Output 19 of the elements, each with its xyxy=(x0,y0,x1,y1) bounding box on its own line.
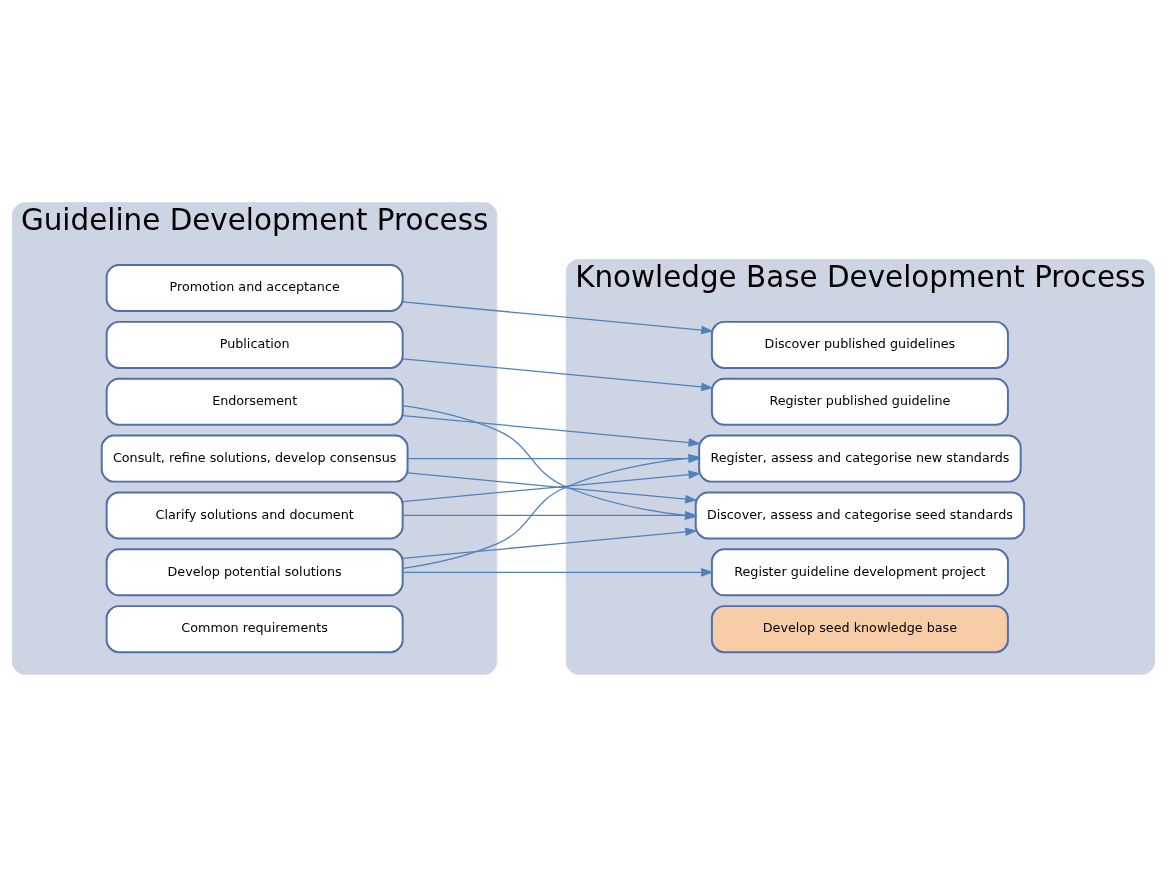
node-box: Endorsement xyxy=(105,377,404,426)
node-box: Consult, refine solutions, develop consensus xyxy=(100,434,409,483)
arrow xyxy=(402,527,698,560)
node-box: Clarify solutions and document xyxy=(105,491,404,540)
node-box: Common requirements xyxy=(105,605,404,654)
arrow xyxy=(402,358,714,392)
arrow xyxy=(402,567,714,577)
node-box: Register guideline development project xyxy=(710,548,1009,597)
node-box: Develop seed knowledge base xyxy=(710,605,1009,654)
arrow xyxy=(402,414,701,447)
arrow xyxy=(402,301,714,335)
node-box: Discover, assess and categorise seed standards xyxy=(694,491,1026,540)
node-box: Discover published guidelines xyxy=(710,320,1009,369)
node-box: Develop potential solutions xyxy=(105,548,404,597)
node-box: Promotion and acceptance xyxy=(105,264,404,313)
arrow xyxy=(407,454,701,463)
node-box: Register published guideline xyxy=(710,377,1009,426)
node-box: Publication xyxy=(105,320,404,369)
node-box: Register, assess and categorise new standards xyxy=(698,434,1022,483)
